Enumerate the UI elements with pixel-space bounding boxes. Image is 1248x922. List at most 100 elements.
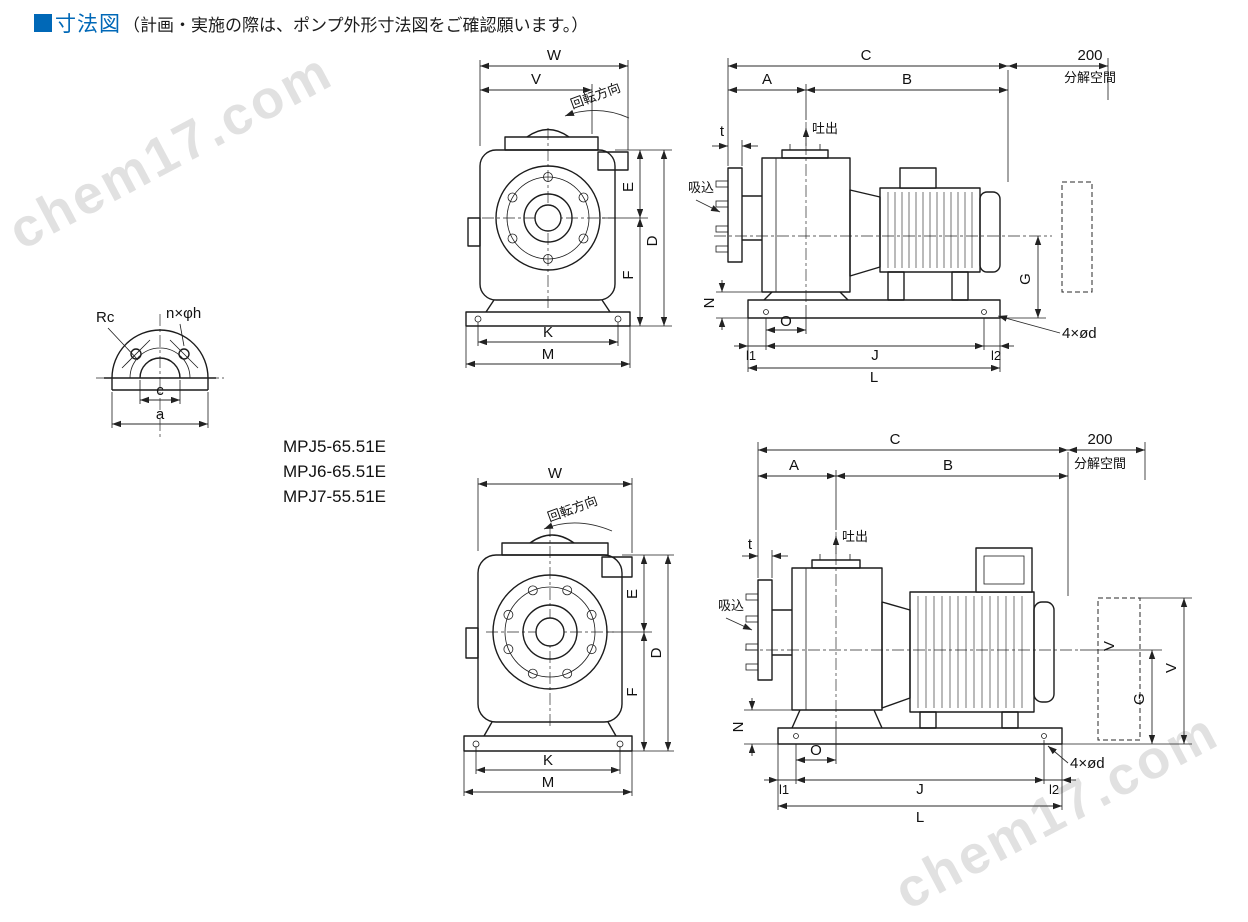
disassembly-space-outline bbox=[1097, 597, 1141, 741]
suction-flange bbox=[727, 167, 743, 263]
dim-label-a: A bbox=[789, 457, 799, 474]
priming-lid bbox=[501, 542, 609, 556]
flange-outer-arc bbox=[111, 329, 209, 379]
dim-label-d: D bbox=[644, 235, 661, 246]
disassembly-space-outline bbox=[1061, 181, 1093, 293]
terminal-box bbox=[899, 167, 937, 189]
pump2-front-view: W 回転方向 E F D K M bbox=[463, 465, 674, 796]
flange-holes-label: n×φh bbox=[166, 305, 201, 322]
bolt-holes-label: 4×ød bbox=[1062, 325, 1097, 342]
suction-bore bbox=[534, 204, 562, 232]
discharge-label: 吐出 bbox=[842, 529, 868, 544]
dim-label-j: J bbox=[871, 347, 879, 364]
flange-detail-view: Rc n×φh c a bbox=[96, 305, 224, 438]
dim-label-L: L bbox=[870, 369, 878, 386]
drain-boss bbox=[467, 217, 481, 247]
flange-bolt-hole bbox=[130, 348, 142, 360]
suction-flange bbox=[757, 579, 773, 681]
suction-arrow bbox=[695, 199, 721, 213]
priming-lid bbox=[504, 136, 599, 151]
terminal-box bbox=[975, 547, 1033, 593]
rotation-arrow bbox=[564, 109, 630, 119]
dim-label-j: J bbox=[916, 781, 924, 798]
dim-label-t: t bbox=[720, 123, 725, 140]
dim-label-c: C bbox=[890, 431, 901, 448]
fan-cover bbox=[1033, 601, 1055, 703]
dim-label-n: N bbox=[730, 722, 747, 733]
dim-label-200: 200 bbox=[1077, 47, 1102, 64]
pump1-side-view: 吐出 吸込 C 200 分解空間 A B t N O l1 J l2 L G 4… bbox=[688, 47, 1116, 386]
pump-casing-side bbox=[791, 567, 883, 711]
dim-label-e: E bbox=[624, 589, 641, 599]
dim-label-l2: l2 bbox=[1049, 782, 1059, 797]
dim-label-f: F bbox=[620, 270, 637, 279]
motor-body bbox=[909, 591, 1035, 713]
dim-label-d: D bbox=[648, 647, 665, 658]
base-plate-side bbox=[777, 727, 1063, 745]
disassembly-space-label: 分解空間 bbox=[1074, 456, 1126, 471]
flange-bore-arc bbox=[139, 357, 181, 379]
discharge-stub bbox=[601, 556, 633, 578]
dimension-drawing: Rc n×φh c a MPJ5-65.51E MPJ6-65.51E MPJ7… bbox=[96, 47, 1192, 826]
dim-label-t: t bbox=[748, 536, 753, 553]
model-name: MPJ7-55.51E bbox=[283, 487, 386, 506]
rotation-arrow bbox=[543, 522, 613, 532]
header-bullet-square bbox=[34, 14, 52, 32]
dim-label-w: W bbox=[547, 47, 562, 64]
model-name: MPJ6-65.51E bbox=[283, 462, 386, 481]
dim-label-L: L bbox=[916, 809, 924, 826]
dim-label-g: G bbox=[1017, 273, 1034, 285]
dim-label-v: V bbox=[531, 71, 541, 88]
base-plate bbox=[463, 735, 633, 752]
pump2-side-view: 吐出 吸込 V C 200 分解空間 A B t N O l1 J l2 L G… bbox=[718, 431, 1192, 826]
dim-label-w: W bbox=[548, 465, 563, 482]
dim-label-l1: l1 bbox=[746, 348, 756, 363]
dim-label-g: G bbox=[1131, 693, 1148, 705]
dim-label-v: V bbox=[1163, 663, 1180, 673]
dim-label-m: M bbox=[542, 346, 555, 363]
rotation-direction-label: 回転方向 bbox=[568, 80, 622, 112]
dim-label-l2: l2 bbox=[991, 348, 1001, 363]
dim-label-200: 200 bbox=[1087, 431, 1112, 448]
disassembly-space-label: 分解空間 bbox=[1064, 70, 1116, 85]
discharge-stub bbox=[597, 151, 629, 171]
motor-bracket bbox=[881, 601, 911, 709]
motor-bracket bbox=[849, 189, 881, 277]
dim-label-v-inner: V bbox=[1101, 641, 1118, 651]
suction-label: 吸込 bbox=[718, 598, 744, 613]
fan-cover bbox=[979, 191, 1001, 273]
dim-label-k: K bbox=[543, 752, 553, 769]
dim-label-c: C bbox=[861, 47, 872, 64]
page-note: （計画・実施の際は、ポンプ外形寸法図をご確認願います。） bbox=[123, 15, 589, 35]
pump1-front-view: W V 回転方向 E F D K M bbox=[465, 47, 672, 368]
dim-label-n: N bbox=[701, 298, 718, 309]
dim-label-a: A bbox=[762, 71, 772, 88]
dim-label-e: E bbox=[620, 182, 637, 192]
flange-c-label: c bbox=[156, 382, 164, 399]
model-list: MPJ5-65.51E MPJ6-65.51E MPJ7-55.51E bbox=[283, 437, 386, 506]
discharge-flange bbox=[781, 149, 829, 159]
rotation-direction-label: 回転方向 bbox=[545, 493, 599, 525]
discharge-flange bbox=[811, 559, 861, 569]
base-plate-side bbox=[747, 299, 1001, 319]
lid-handle bbox=[526, 128, 570, 138]
suction-label: 吸込 bbox=[688, 180, 714, 195]
flange-bolt-hole bbox=[178, 348, 190, 360]
dim-label-b: B bbox=[943, 457, 953, 474]
suction-arrow bbox=[725, 617, 753, 631]
discharge-label: 吐出 bbox=[812, 121, 838, 136]
suction-bore bbox=[535, 617, 565, 647]
page-title: 寸法図 bbox=[55, 13, 121, 36]
dim-label-o: O bbox=[780, 313, 792, 330]
dim-label-k: K bbox=[543, 324, 553, 341]
dim-label-o: O bbox=[810, 742, 822, 759]
dim-label-b: B bbox=[902, 71, 912, 88]
flange-rc-label: Rc bbox=[96, 309, 115, 326]
base-plate bbox=[465, 311, 631, 327]
flange-a-label: a bbox=[156, 406, 165, 423]
drain-boss bbox=[465, 627, 479, 659]
model-name: MPJ5-65.51E bbox=[283, 437, 386, 456]
dim-label-l1: l1 bbox=[779, 782, 789, 797]
bolt-holes-label: 4×ød bbox=[1070, 755, 1105, 772]
page-header: 寸法図 （計画・実施の際は、ポンプ外形寸法図をご確認願います。） bbox=[34, 8, 588, 38]
